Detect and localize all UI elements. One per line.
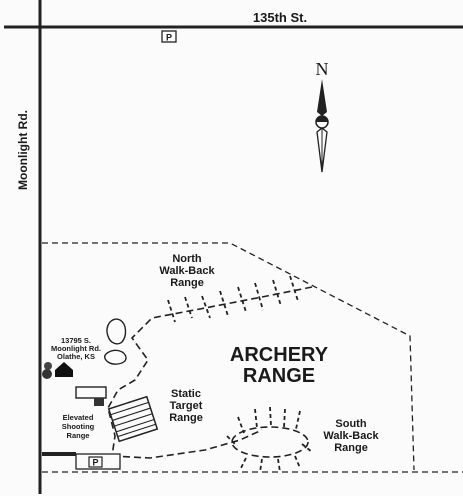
svg-text:Static: Static xyxy=(171,388,201,400)
svg-text:Range: Range xyxy=(169,412,203,424)
static-target-structure xyxy=(107,395,159,443)
north-walkback-stakes xyxy=(167,275,299,323)
svg-text:Shooting: Shooting xyxy=(62,422,95,431)
svg-text:Target: Target xyxy=(170,400,203,412)
elevated-shooting-platform xyxy=(75,386,107,399)
svg-text:South: South xyxy=(335,418,366,430)
street-label-moonlight: Moonlight Rd. xyxy=(16,110,30,190)
elevated-shooting-box xyxy=(94,398,104,406)
svg-text:RANGE: RANGE xyxy=(243,365,315,387)
label-archery-range: ARCHERY RANGE xyxy=(230,344,329,387)
label-north-walkback: North Walk-Back Range xyxy=(159,253,215,289)
label-south-walkback: South Walk-Back Range xyxy=(323,418,379,454)
building-icon xyxy=(42,362,73,379)
north-arrow-icon: N xyxy=(315,59,329,173)
label-elevated-shooting: Elevated Shooting Range xyxy=(62,413,95,440)
pond-south xyxy=(104,349,127,365)
entrance-driveway xyxy=(42,452,121,470)
label-address: 13795 S. Moonlight Rd. Olathe, KS xyxy=(51,336,101,361)
svg-text:Range: Range xyxy=(170,277,204,289)
svg-text:Range: Range xyxy=(334,442,368,454)
svg-text:Olathe, KS: Olathe, KS xyxy=(57,352,95,361)
south-walkback-stakes xyxy=(226,406,313,473)
svg-text:Moonlight Rd.: Moonlight Rd. xyxy=(51,344,101,353)
parking-sign-bottom: P xyxy=(92,458,98,468)
svg-text:P: P xyxy=(166,33,172,43)
pond-north xyxy=(106,318,127,345)
parking-sign-top: P xyxy=(161,30,177,43)
svg-text:Elevated: Elevated xyxy=(63,413,94,422)
svg-text:North: North xyxy=(172,253,202,265)
label-static-target: Static Target Range xyxy=(169,388,203,424)
svg-text:13795 S.: 13795 S. xyxy=(61,336,91,345)
svg-text:Walk-Back: Walk-Back xyxy=(323,430,379,442)
svg-text:ARCHERY: ARCHERY xyxy=(230,344,329,366)
walking-trail xyxy=(107,286,313,459)
svg-text:N: N xyxy=(316,59,329,79)
svg-text:Walk-Back: Walk-Back xyxy=(159,265,215,277)
property-boundary xyxy=(42,242,463,473)
svg-text:Range: Range xyxy=(67,431,90,440)
street-label-135th: 135th St. xyxy=(253,10,307,25)
